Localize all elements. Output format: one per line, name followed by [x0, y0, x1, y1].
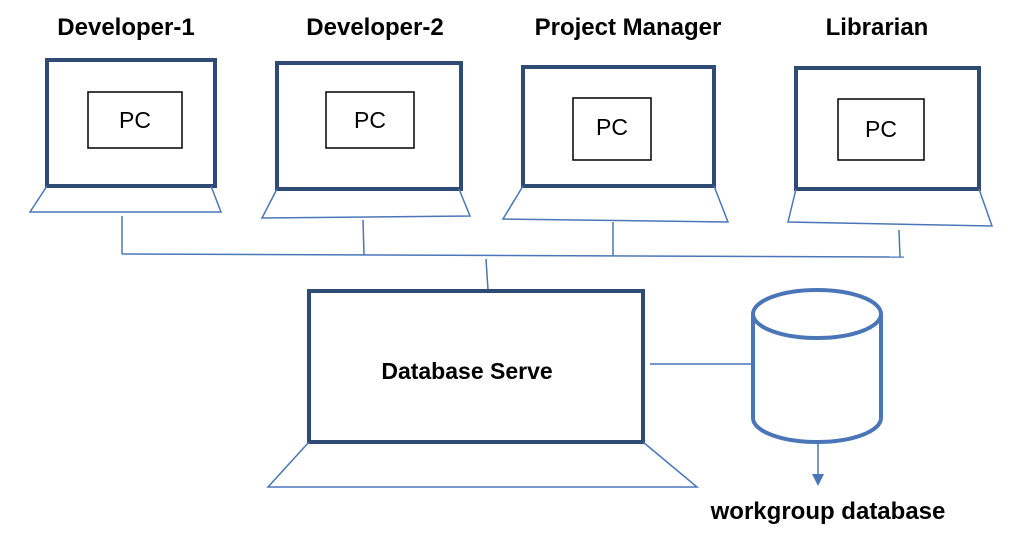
arrow-down-icon — [812, 443, 824, 486]
drop-line-server — [485, 258, 489, 291]
workstation-developer-1: Developer-1 PC — [28, 14, 223, 213]
server-label: Database Serve — [381, 358, 552, 384]
laptop-keyboard-base — [260, 188, 472, 219]
pc-box — [572, 97, 652, 161]
pc-label: PC — [865, 116, 897, 142]
laptop-keyboard-base — [501, 185, 730, 223]
pc-box — [87, 91, 183, 149]
laptop-keyboard-base — [28, 185, 223, 213]
pc-label: PC — [119, 107, 151, 133]
role-title: Developer-1 — [57, 14, 194, 41]
role-title: Project Manager — [535, 14, 722, 41]
role-title: Librarian — [826, 14, 929, 41]
pc-box — [837, 98, 925, 161]
server-screen — [307, 289, 645, 444]
drop-line-librarian — [898, 229, 901, 258]
laptop-screen — [794, 66, 981, 191]
pc-label: PC — [354, 107, 386, 133]
server-keyboard-base — [266, 441, 700, 488]
drop-line-developer-2 — [362, 219, 365, 256]
laptop-screen — [45, 58, 217, 188]
network-bus — [121, 216, 905, 291]
laptop-screen — [521, 65, 716, 188]
workstation-developer-2: Developer-2 PC — [260, 14, 472, 219]
workstation-librarian: Librarian PC — [787, 14, 994, 227]
bus-line — [121, 253, 905, 258]
laptop-keyboard-base — [787, 188, 994, 227]
pc-label: PC — [596, 114, 628, 140]
pc-box — [325, 91, 415, 149]
database-cylinder-icon — [751, 288, 883, 444]
database-label: workgroup database — [710, 498, 946, 525]
database-server: Database Serve — [266, 289, 700, 488]
workstation-project-manager: Project Manager PC — [501, 14, 730, 223]
laptop-screen — [275, 61, 463, 191]
role-title: Developer-2 — [306, 14, 443, 41]
